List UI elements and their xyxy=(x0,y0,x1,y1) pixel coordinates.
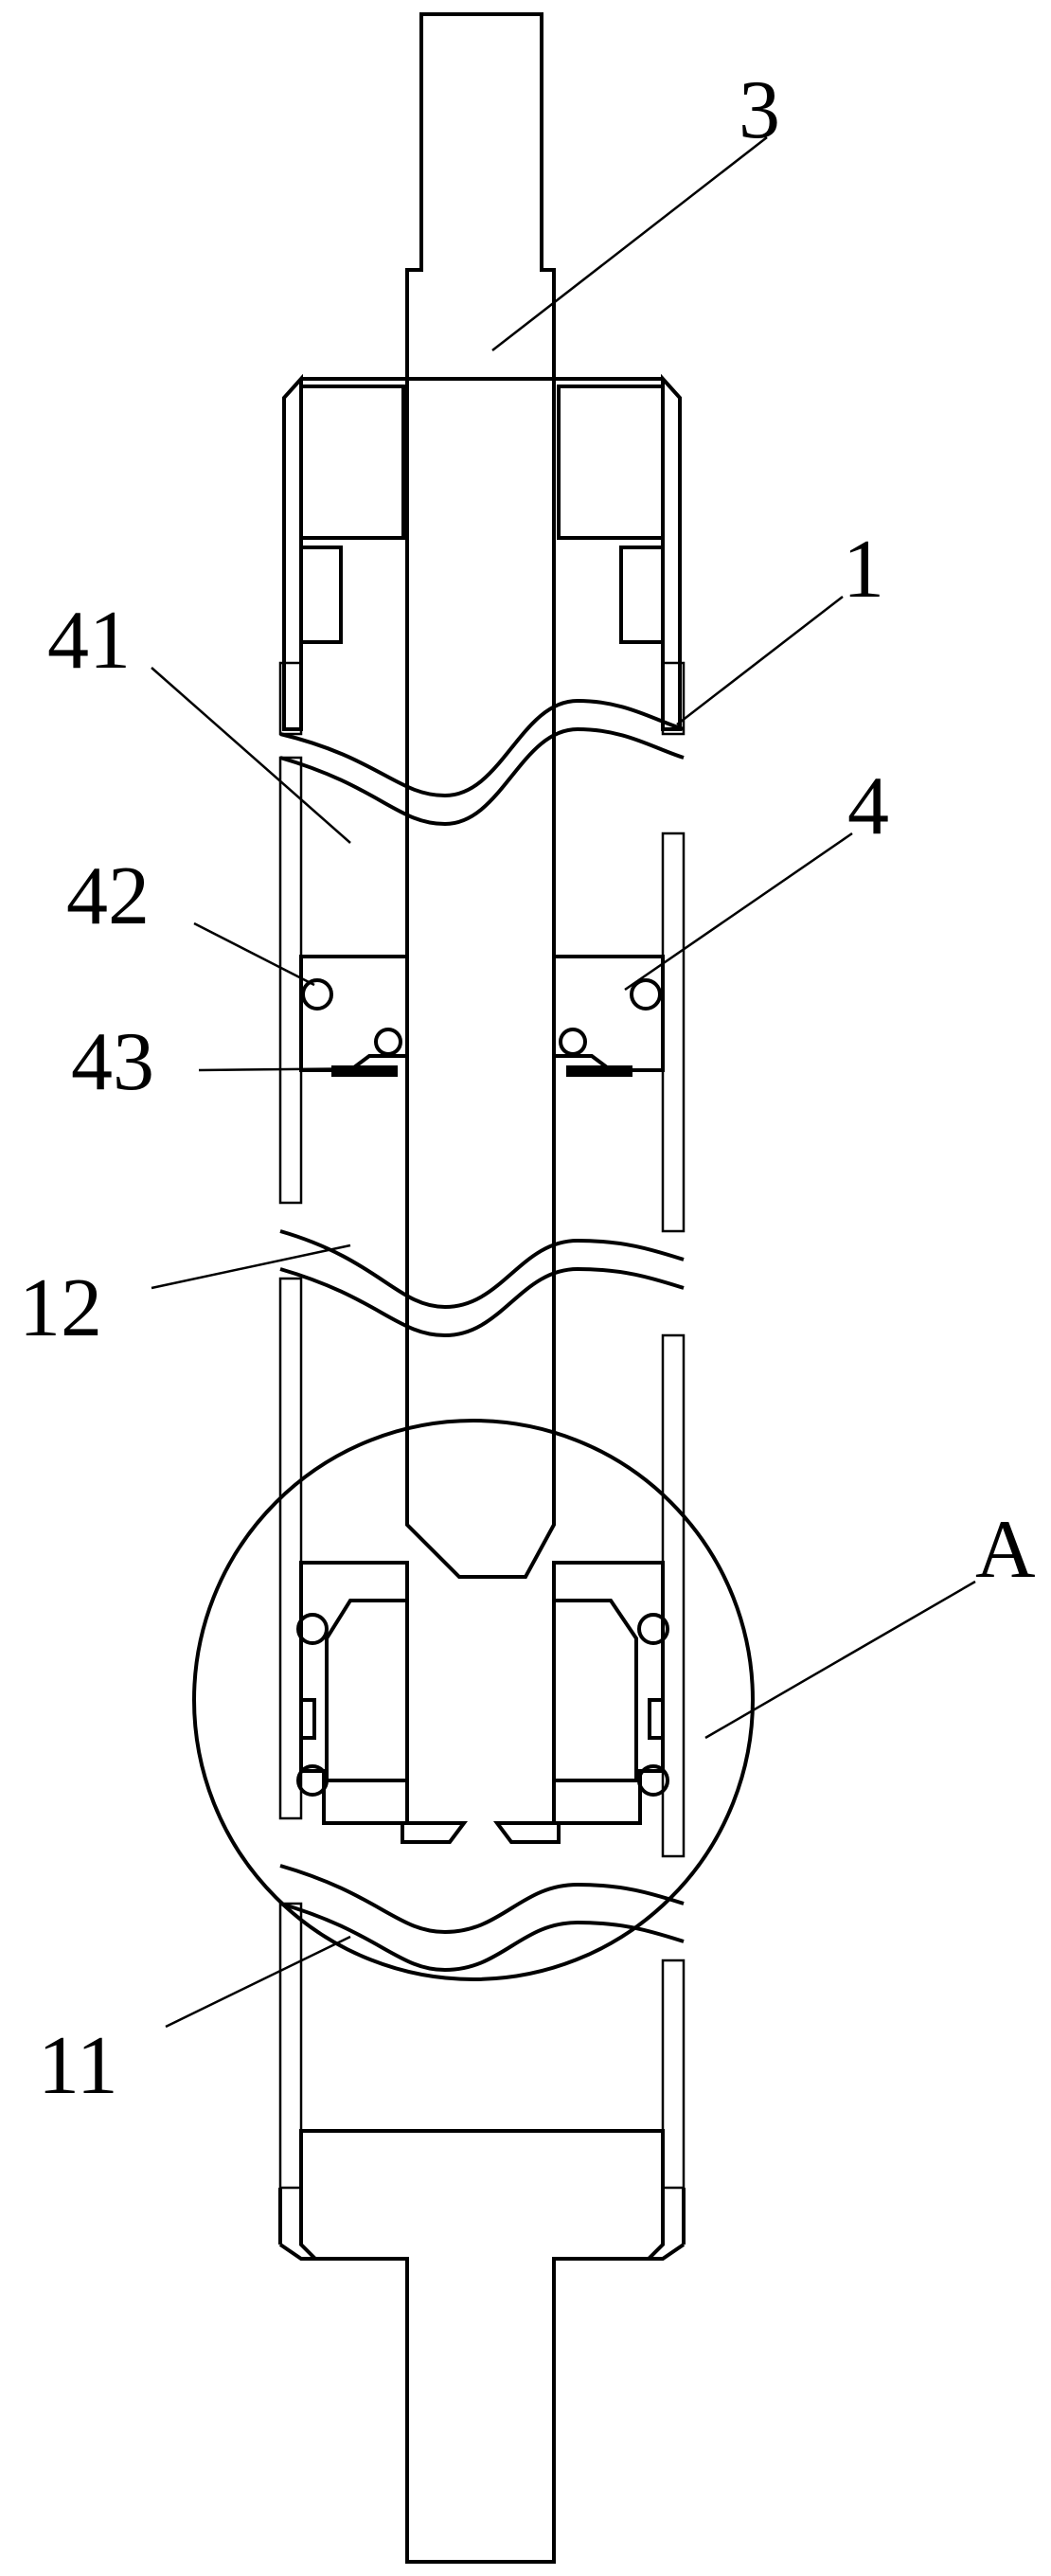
valve-assembly xyxy=(298,1563,668,1842)
piston-assembly xyxy=(301,957,663,1077)
top-end-cap xyxy=(301,386,663,642)
leader-lines xyxy=(151,137,975,2027)
label-4: 4 xyxy=(847,760,889,852)
bottom-end-fitting xyxy=(280,2131,684,2562)
leader-1 xyxy=(677,597,843,724)
leader-41 xyxy=(151,668,350,843)
label-11: 11 xyxy=(38,2020,118,2112)
callout-labels: 3 1 41 4 42 43 12 A 11 xyxy=(19,64,1036,2112)
seal-ring-right xyxy=(632,980,660,1009)
label-1: 1 xyxy=(843,524,884,616)
leader-a xyxy=(705,1582,975,1738)
label-3: 3 xyxy=(739,64,780,156)
detail-circle-a xyxy=(194,1421,753,1979)
outer-tube xyxy=(280,379,684,2188)
leader-11 xyxy=(166,1937,350,2027)
label-41: 41 xyxy=(47,595,131,687)
label-42: 42 xyxy=(66,850,150,942)
seal-pad-right xyxy=(566,1065,632,1077)
leader-42 xyxy=(194,923,314,985)
seal-ring-left xyxy=(303,980,331,1009)
label-43: 43 xyxy=(71,1016,154,1108)
label-a: A xyxy=(975,1504,1036,1596)
leader-3 xyxy=(492,137,767,350)
label-12: 12 xyxy=(19,1262,102,1354)
leader-4 xyxy=(625,833,852,990)
seal-pad-left xyxy=(331,1065,398,1077)
